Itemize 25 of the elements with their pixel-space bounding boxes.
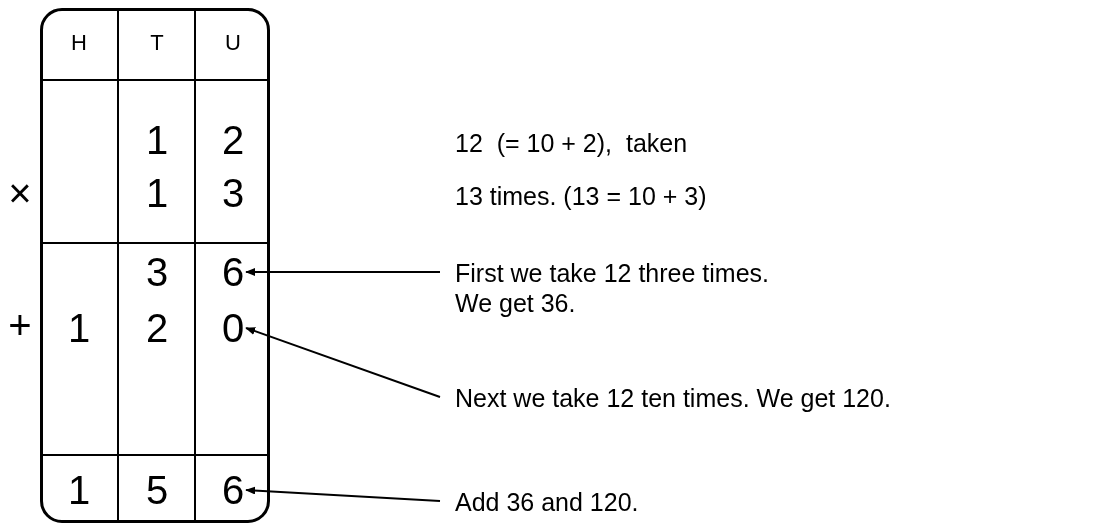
digit: 6 [221, 252, 245, 292]
note-text: Next we take 12 ten times. We get 120. [455, 383, 891, 413]
digit: 6 [221, 470, 245, 510]
digit: 0 [221, 308, 245, 348]
note-text: First we take 12 three times. We get 36. [455, 258, 800, 318]
digit: 3 [221, 173, 245, 213]
digit: 2 [221, 120, 245, 160]
column-heading: T [150, 32, 164, 54]
digit: 1 [67, 308, 91, 348]
note-text: 13 times. (13 = 10 + 3) [455, 181, 707, 211]
digit: 1 [67, 470, 91, 510]
operator-sign: × [8, 173, 32, 213]
operator-sign: + [8, 305, 32, 345]
arrow [245, 268, 441, 276]
digit: 3 [145, 252, 169, 292]
column-heading: H [71, 32, 87, 54]
digit: 1 [145, 173, 169, 213]
digit: 2 [145, 308, 169, 348]
arrow [245, 327, 441, 398]
digit: 5 [145, 470, 169, 510]
column-heading: U [225, 32, 241, 54]
arrow [245, 486, 441, 502]
note-text: Add 36 and 120. [455, 487, 639, 517]
note-text: 12 (= 10 + 2), taken [455, 128, 688, 158]
digit: 1 [145, 120, 169, 160]
